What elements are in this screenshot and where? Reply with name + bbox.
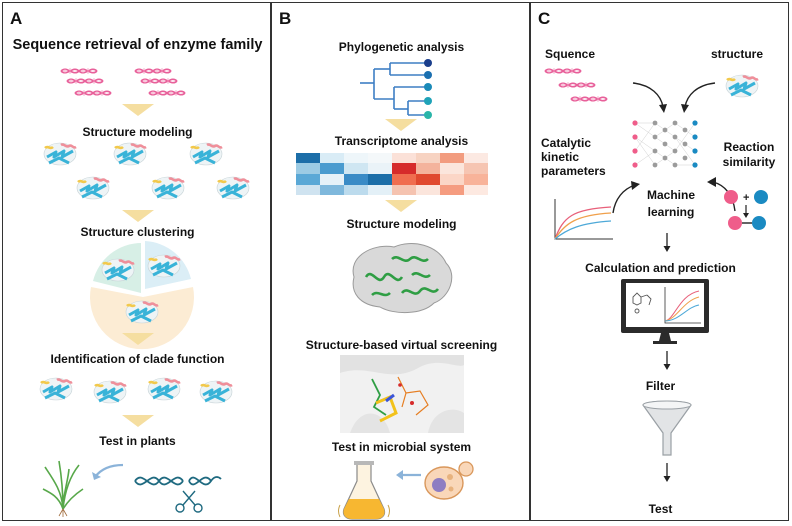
heatmap-icon bbox=[296, 153, 488, 195]
pie-chart-icon bbox=[90, 241, 194, 350]
step-title: Structure modeling bbox=[82, 125, 193, 139]
panel-b: B Phylogenetic analysis Transcriptome an… bbox=[271, 2, 530, 521]
docking-icon bbox=[340, 355, 464, 433]
chevron-down-icon bbox=[385, 200, 417, 212]
arrow-icon bbox=[92, 463, 124, 480]
step-title: Transcriptome analysis bbox=[334, 134, 469, 148]
plant-icon bbox=[42, 460, 84, 517]
chevron-down-icon bbox=[122, 210, 154, 222]
panel-label: B bbox=[279, 9, 292, 28]
protein-surface-icon bbox=[352, 243, 453, 313]
step-title: Test in microbial system bbox=[331, 440, 472, 454]
reaction-icon: + bbox=[724, 190, 768, 230]
arrow-icon bbox=[662, 350, 672, 371]
flask-icon bbox=[338, 461, 390, 520]
arrow-icon bbox=[632, 82, 667, 113]
step-title: Structure modeling bbox=[346, 217, 457, 231]
arrow-icon bbox=[396, 470, 421, 480]
arrow-icon bbox=[662, 462, 672, 483]
dna-scissors-icon bbox=[134, 476, 222, 513]
funnel-icon bbox=[642, 400, 692, 456]
step-title: Structure clustering bbox=[80, 225, 195, 239]
step-title: Test bbox=[648, 502, 673, 516]
panel-c: C Squence structure Catalytic kinetic pa… bbox=[530, 2, 789, 521]
step-title: Test in plants bbox=[99, 434, 176, 448]
yeast-cell-icon bbox=[424, 461, 474, 500]
protein-icon bbox=[42, 141, 251, 201]
chevron-down-icon bbox=[122, 415, 154, 427]
arrow-icon bbox=[662, 232, 672, 253]
protein-icon bbox=[38, 376, 234, 405]
dna-icon bbox=[60, 67, 186, 97]
step-title: Sequence retrieval of enzyme family bbox=[12, 37, 263, 53]
phylogenetic-tree-icon bbox=[360, 59, 432, 119]
monitor-icon bbox=[621, 279, 709, 344]
step-title: Calculation and prediction bbox=[585, 261, 736, 275]
center-label: Machine learning bbox=[646, 188, 695, 219]
input-label: Squence bbox=[545, 47, 596, 61]
chevron-down-icon bbox=[385, 119, 417, 131]
step-title: Identification of clade function bbox=[50, 352, 225, 366]
arrow-icon bbox=[681, 82, 716, 113]
panel-a: A Sequence retrieval of enzyme family St… bbox=[2, 2, 271, 521]
step-title: Structure-based virtual screening bbox=[305, 338, 498, 352]
neural-network-icon bbox=[632, 120, 698, 168]
arrow-icon bbox=[612, 181, 640, 214]
kinetic-curve-icon bbox=[554, 199, 613, 240]
step-title: Filter bbox=[645, 379, 676, 393]
protein-icon bbox=[724, 73, 760, 99]
chevron-down-icon bbox=[122, 104, 154, 116]
input-label: Catalytic kinetic parameters bbox=[541, 136, 606, 178]
step-title: Phylogenetic analysis bbox=[338, 40, 465, 54]
panel-label: A bbox=[10, 9, 23, 28]
svg-text:+: + bbox=[743, 192, 749, 204]
panel-label: C bbox=[538, 9, 551, 28]
dna-icon bbox=[544, 67, 608, 103]
input-label: Reaction similarity bbox=[722, 140, 776, 169]
input-label: structure bbox=[711, 47, 764, 61]
chevron-down-icon bbox=[122, 333, 154, 345]
